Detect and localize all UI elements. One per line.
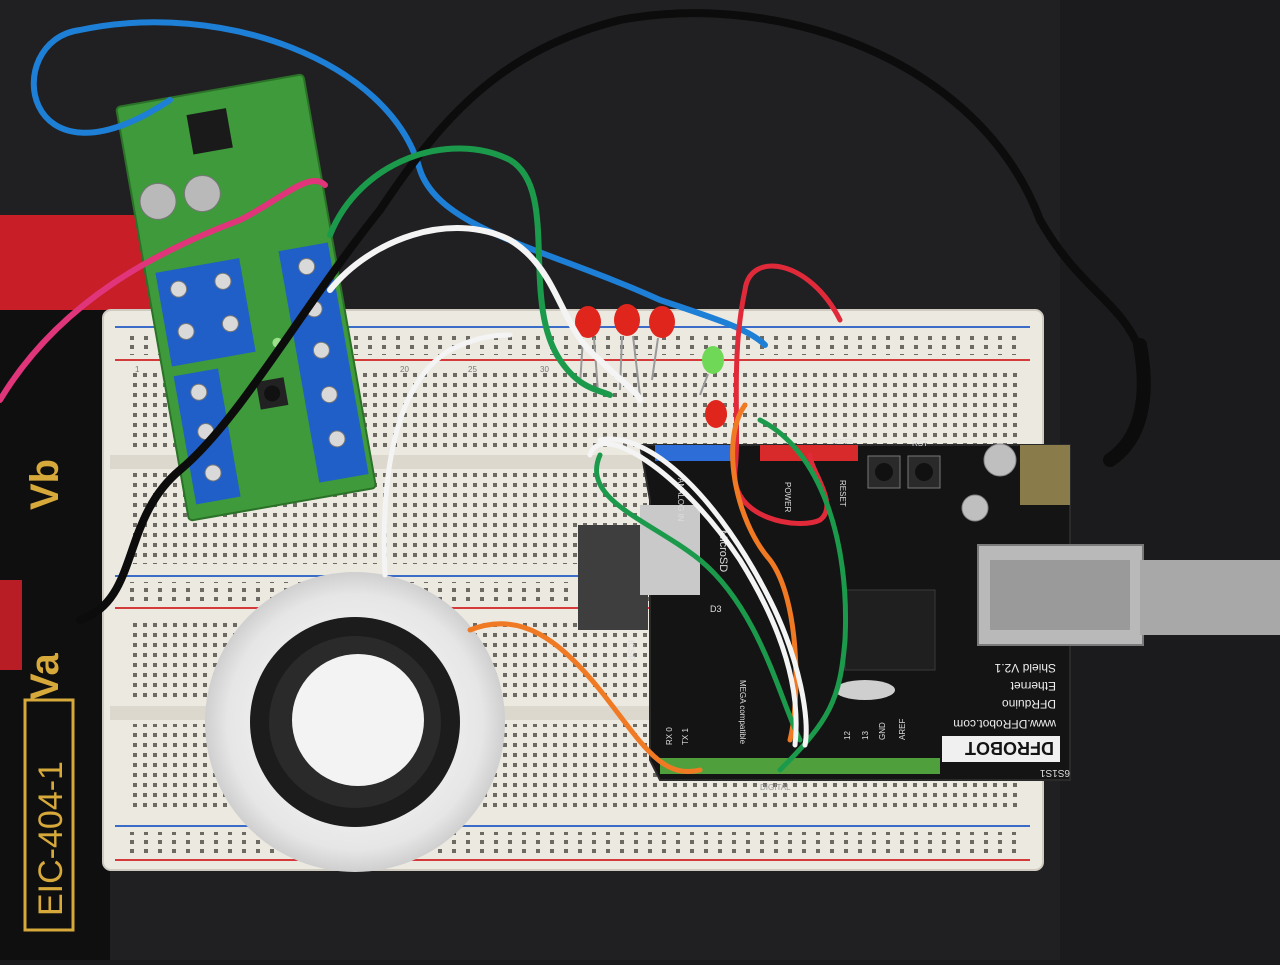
pink-wire [0,177,328,403]
col-label-1: 1 [135,365,140,374]
shield-name-line-3: Shield V2.1 [994,661,1056,675]
vb-label: Vb [23,459,67,510]
analog-header [655,445,733,461]
analog-in-label: ANALOG IN [676,478,685,522]
mega-compatible-label: MEGA compatible [738,680,747,745]
white-wire-speaker [381,332,513,578]
white-wire-2 [587,436,809,748]
shield-name-line-2: Ethernet [1010,679,1056,693]
col-label-30: 30 [540,365,549,374]
motor-driver-board [115,73,377,522]
base-model-label: EIC-404-1 [32,761,70,916]
speaker [205,572,505,872]
blue-wire [30,19,768,348]
power-label: POWER [783,482,792,512]
col-label-20: 20 [400,365,409,374]
terminal-block-right [278,242,369,483]
pin-12-label: 12 [843,731,852,740]
terminal-block-left [155,258,256,367]
digital-label: DIGITAL [760,783,791,792]
white-wire [327,225,643,403]
green-led [702,346,724,374]
driver-chip [186,108,233,155]
green-wire-2 [594,417,849,773]
shield-name-line-1: DFRduino [1002,697,1056,711]
va-label: Va [23,653,67,700]
pin-13-label: 13 [861,731,870,740]
red-led-4 [705,400,727,428]
d3-label: D3 [710,604,722,614]
orange-wire [467,402,799,774]
col-label-25: 25 [468,365,477,374]
red-led-3 [649,306,675,338]
icsp-label: ICSP [626,640,636,661]
ioref-label: IOREF [832,439,853,446]
aref-label: AREF [898,719,907,740]
red-post [0,580,22,670]
brand-logo: DFROBOT [965,738,1054,758]
ethernet-plug [1140,560,1280,635]
black-wire [76,9,1144,624]
reset-label: RESET [838,480,847,507]
red-led-1 [575,306,601,338]
ethernet-shield: MicroSD ICSP D3 ANALOG IN POWER RESET IO… [578,439,1280,792]
green-wire [327,145,613,398]
wires [0,9,1151,774]
rx-label: RX 0 [665,727,674,745]
digital-header [660,758,860,774]
rst-label: RST [912,439,928,448]
red-led-2 [614,304,640,336]
brand-url: www.DFRobot.com [953,717,1057,731]
serial-label: 6S1S1 [1040,767,1070,778]
tx-label: TX 1 [681,728,690,745]
dc-cable [1103,338,1151,467]
gnd-label: GND [878,722,887,740]
